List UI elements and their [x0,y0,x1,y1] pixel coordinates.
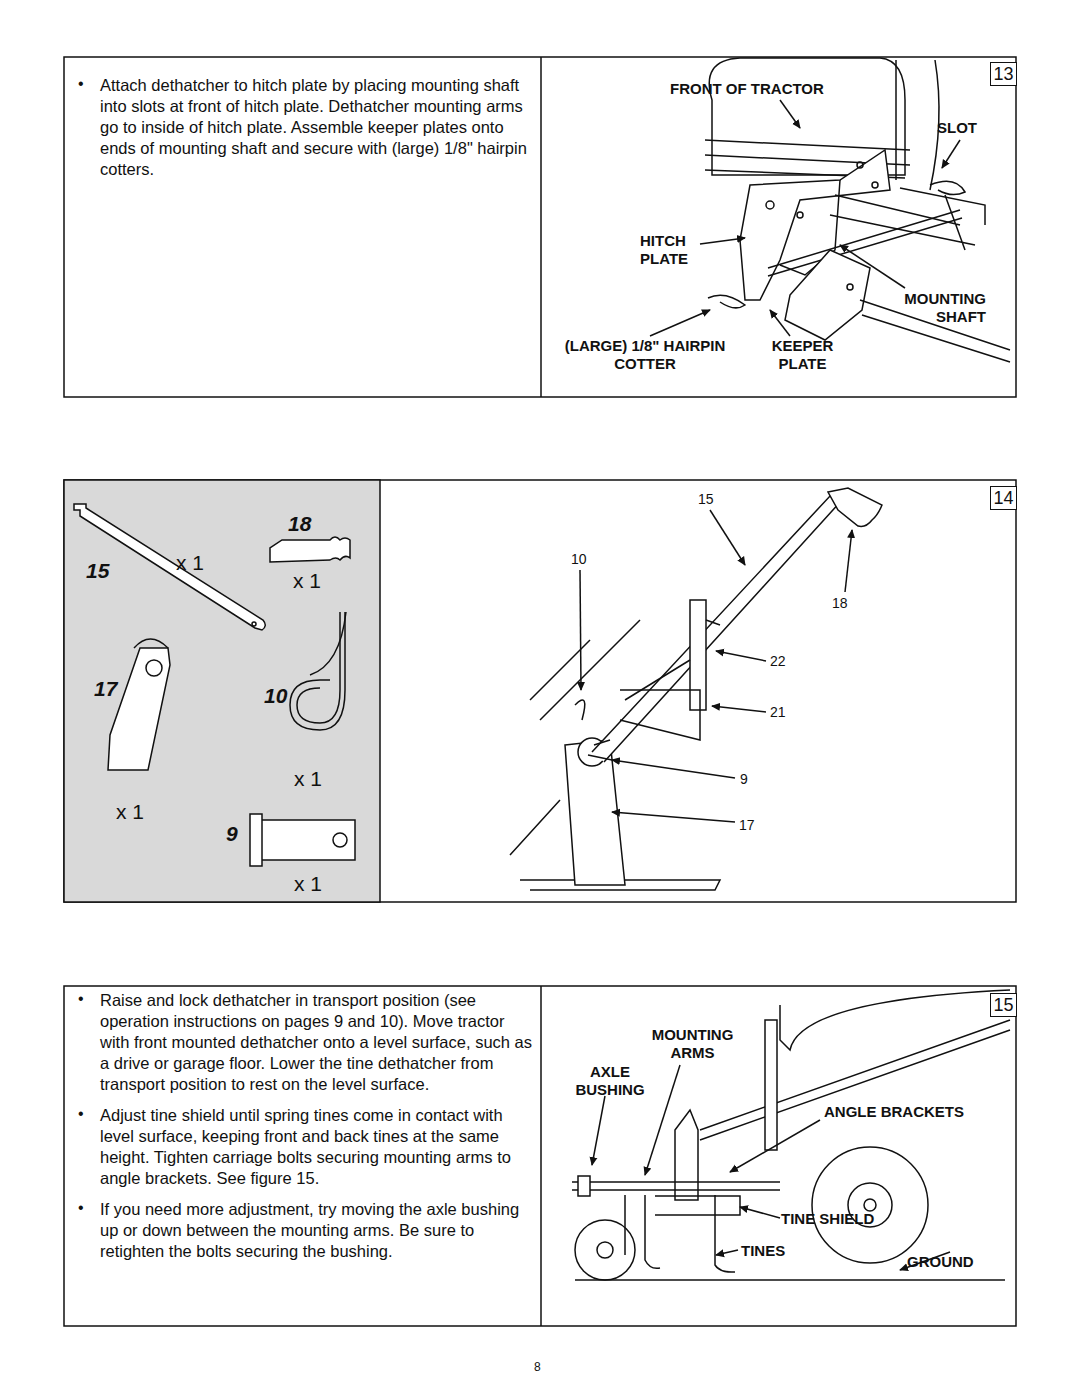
callout-number: 15 [698,491,714,508]
callout-number: 21 [770,704,786,721]
part-label: ANGLE BRACKETS [824,1103,964,1121]
instruction-block: • Raise and lock dethatcher in transport … [78,990,534,1272]
part-quantity: 17 [94,677,117,701]
bullet: • [78,990,84,1008]
callout-number: 18 [832,595,848,612]
part-quantity: x 1 [293,569,321,593]
callout-number: 9 [740,771,748,788]
part-quantity: 15 [86,559,109,583]
part-label: AXLE BUSHING [565,1063,655,1099]
part-label: MOUNTING SHAFT [878,290,986,326]
step-number-box: 14 [990,486,1017,510]
part-label: (LARGE) 1/8" HAIRPIN COTTER [560,337,730,373]
part-label: KEEPER PLATE [760,337,845,373]
instruction-text: If you need more adjustment, try moving … [100,1199,534,1262]
instruction-text: Attach dethatcher to hitch plate by plac… [100,75,530,180]
part-quantity: x 1 [294,767,322,791]
callout-number: 10 [571,551,587,568]
part-label: FRONT OF TRACTOR [670,80,824,98]
part-quantity: x 1 [176,551,204,575]
part-label: SLOT [937,119,977,137]
part-quantity: 10 [264,684,287,708]
part-label: HITCH PLATE [640,232,700,268]
part-quantity: x 1 [294,872,322,896]
step-number: 15 [993,995,1013,1015]
part-label: TINES [741,1242,785,1260]
part-label: MOUNTING ARMS [640,1026,745,1062]
instruction-text: Adjust tine shield until spring tines co… [100,1105,534,1189]
part-quantity: 9 [226,822,238,846]
part-quantity: 18 [288,512,311,536]
bullet: • [78,75,84,93]
step-number: 13 [993,64,1013,84]
callout-number: 22 [770,653,786,670]
step-number-box: 15 [990,993,1017,1017]
step-number: 14 [993,488,1013,508]
bullet: • [78,1105,84,1123]
part-label: GROUND [907,1253,974,1271]
bullet: • [78,1199,84,1217]
instruction-block: • Attach dethatcher to hitch plate by pla… [78,75,530,190]
callout-number: 8 [534,1360,541,1375]
instruction-text: Raise and lock dethatcher in transport p… [100,990,534,1095]
step-number-box: 13 [990,62,1017,86]
part-label: TINE SHIELD [781,1210,874,1228]
part-quantity: x 1 [116,800,144,824]
callout-number: 17 [739,817,755,834]
